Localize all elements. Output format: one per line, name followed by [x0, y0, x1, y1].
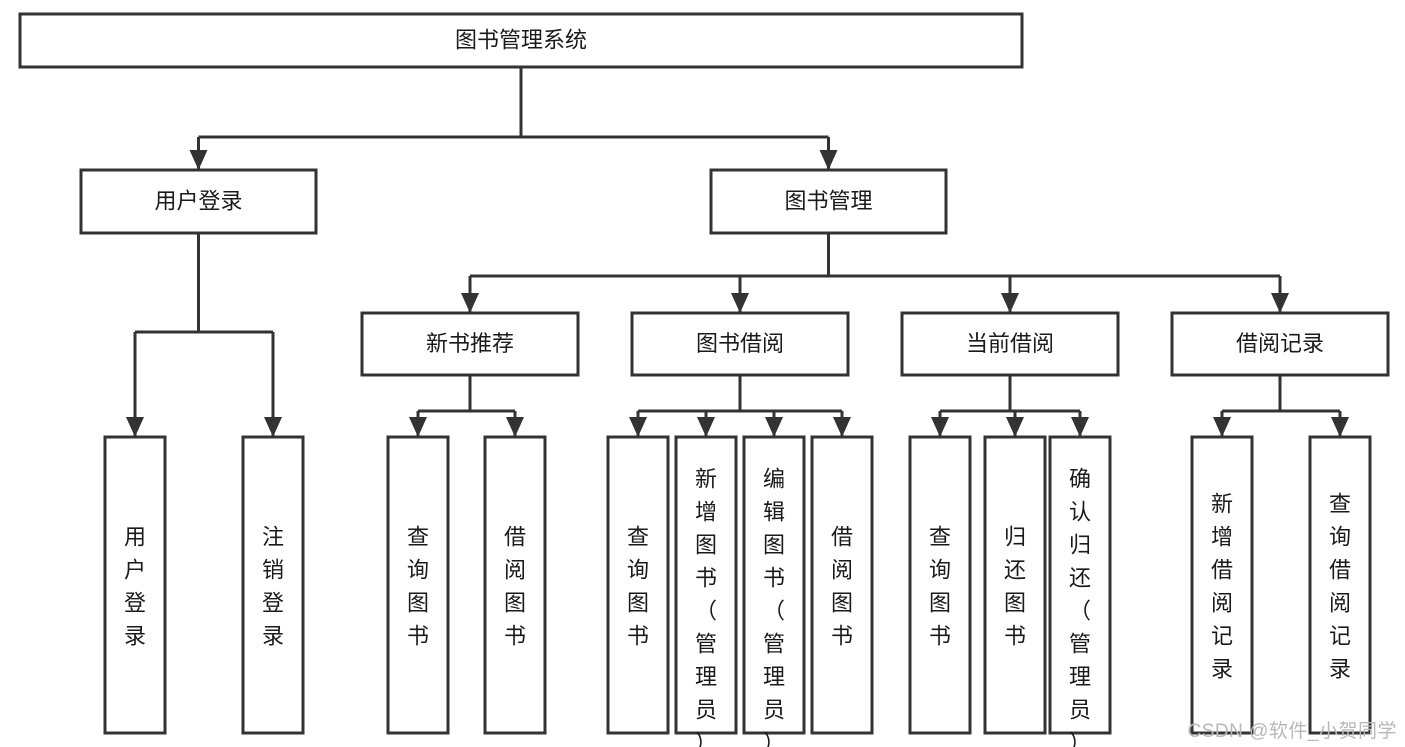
arrow-head-icon	[1213, 417, 1231, 437]
arrow-head-icon	[506, 417, 524, 437]
node-box[interactable]	[983, 435, 1047, 735]
watermark-text: CSDN @软件_小贺同学	[1187, 721, 1397, 742]
node-layer: 图书管理系统用户登录图书管理新书推荐图书借阅当前借阅借阅记录用户登录注销登录查询…	[18, 12, 1390, 747]
node-box[interactable]	[1190, 435, 1254, 735]
node-label: 借阅图书	[504, 525, 526, 649]
leaf-node-9[interactable]: 归还图书	[983, 435, 1047, 735]
node-label: 查询借阅记录	[1329, 492, 1351, 682]
level3-node-0[interactable]: 新书推荐	[360, 311, 580, 377]
arrow-head-icon	[931, 417, 949, 437]
leaf-node-8[interactable]: 查询图书	[908, 435, 972, 735]
leaf-node-7[interactable]: 借阅图书	[810, 435, 874, 735]
level2-node-1[interactable]: 图书管理	[709, 168, 948, 235]
node-box[interactable]	[908, 435, 972, 735]
arrow-head-icon	[629, 417, 647, 437]
arrow-head-icon	[1071, 417, 1089, 437]
node-label: 查询图书	[627, 525, 649, 649]
arrow-head-icon	[819, 150, 838, 170]
node-label: 借阅图书	[831, 525, 853, 649]
root-node-0[interactable]: 图书管理系统	[18, 12, 1024, 69]
node-label: 用户登录	[124, 525, 146, 649]
leaf-node-5[interactable]: 新增图书（管理员）	[674, 435, 738, 747]
node-box[interactable]	[742, 435, 806, 735]
node-box[interactable]	[103, 435, 167, 735]
arrow-head-icon	[731, 293, 749, 313]
leaf-node-4[interactable]: 查询图书	[606, 435, 670, 735]
node-label: 新书推荐	[426, 331, 514, 356]
node-label: 编辑图书（管理员）	[763, 467, 785, 747]
level2-node-0[interactable]: 用户登录	[79, 168, 318, 235]
leaf-node-11[interactable]: 新增借阅记录	[1190, 435, 1254, 735]
arrow-head-icon	[461, 293, 479, 313]
arrow-head-icon	[765, 417, 783, 437]
level3-node-1[interactable]: 图书借阅	[630, 311, 850, 377]
node-label: 图书借阅	[696, 331, 784, 356]
leaf-node-12[interactable]: 查询借阅记录	[1308, 435, 1372, 735]
node-label: 新增借阅记录	[1211, 492, 1233, 682]
node-box[interactable]	[606, 435, 670, 735]
node-label: 注销登录	[262, 525, 284, 649]
node-label: 借阅记录	[1236, 331, 1324, 356]
node-box[interactable]	[709, 168, 948, 235]
node-label: 归还图书	[1004, 525, 1026, 649]
arrow-head-icon	[264, 417, 282, 437]
node-label: 图书管理	[784, 188, 872, 213]
arrow-head-icon	[1001, 293, 1019, 313]
node-label: 查询图书	[929, 525, 951, 649]
leaf-node-2[interactable]: 查询图书	[386, 435, 450, 735]
node-box[interactable]	[674, 435, 738, 735]
arrow-head-icon	[1271, 293, 1289, 313]
level3-node-2[interactable]: 当前借阅	[900, 311, 1120, 377]
arrow-head-icon	[1006, 417, 1024, 437]
level3-node-3[interactable]: 借阅记录	[1170, 311, 1390, 377]
node-box[interactable]	[241, 435, 305, 735]
arrow-head-icon	[697, 417, 715, 437]
node-label: 当前借阅	[966, 331, 1054, 356]
node-label: 查询图书	[407, 525, 429, 649]
node-box[interactable]	[900, 311, 1120, 377]
leaf-node-1[interactable]: 注销登录	[241, 435, 305, 735]
arrow-head-icon	[1331, 417, 1349, 437]
leaf-node-6[interactable]: 编辑图书（管理员）	[742, 435, 806, 747]
leaf-node-0[interactable]: 用户登录	[103, 435, 167, 735]
node-label: 新增图书（管理员）	[695, 467, 717, 747]
node-box[interactable]	[483, 435, 547, 735]
node-box[interactable]	[1048, 435, 1112, 735]
node-box[interactable]	[386, 435, 450, 735]
node-box[interactable]	[1308, 435, 1372, 735]
arrow-head-icon	[126, 417, 144, 437]
node-box[interactable]	[630, 311, 850, 377]
leaf-node-10[interactable]: 确认归还（管理员）	[1048, 435, 1112, 747]
node-label: 确认归还（管理员）	[1069, 467, 1091, 747]
node-box[interactable]	[360, 311, 580, 377]
node-box[interactable]	[810, 435, 874, 735]
node-box[interactable]	[79, 168, 318, 235]
node-box[interactable]	[18, 12, 1024, 69]
node-label: 图书管理系统	[455, 27, 587, 52]
connector-layer	[126, 67, 1349, 437]
node-label: 用户登录	[154, 188, 242, 213]
arrow-head-icon	[189, 150, 208, 170]
arrow-head-icon	[409, 417, 427, 437]
arrow-head-icon	[833, 417, 851, 437]
leaf-node-3[interactable]: 借阅图书	[483, 435, 547, 735]
node-box[interactable]	[1170, 311, 1390, 377]
